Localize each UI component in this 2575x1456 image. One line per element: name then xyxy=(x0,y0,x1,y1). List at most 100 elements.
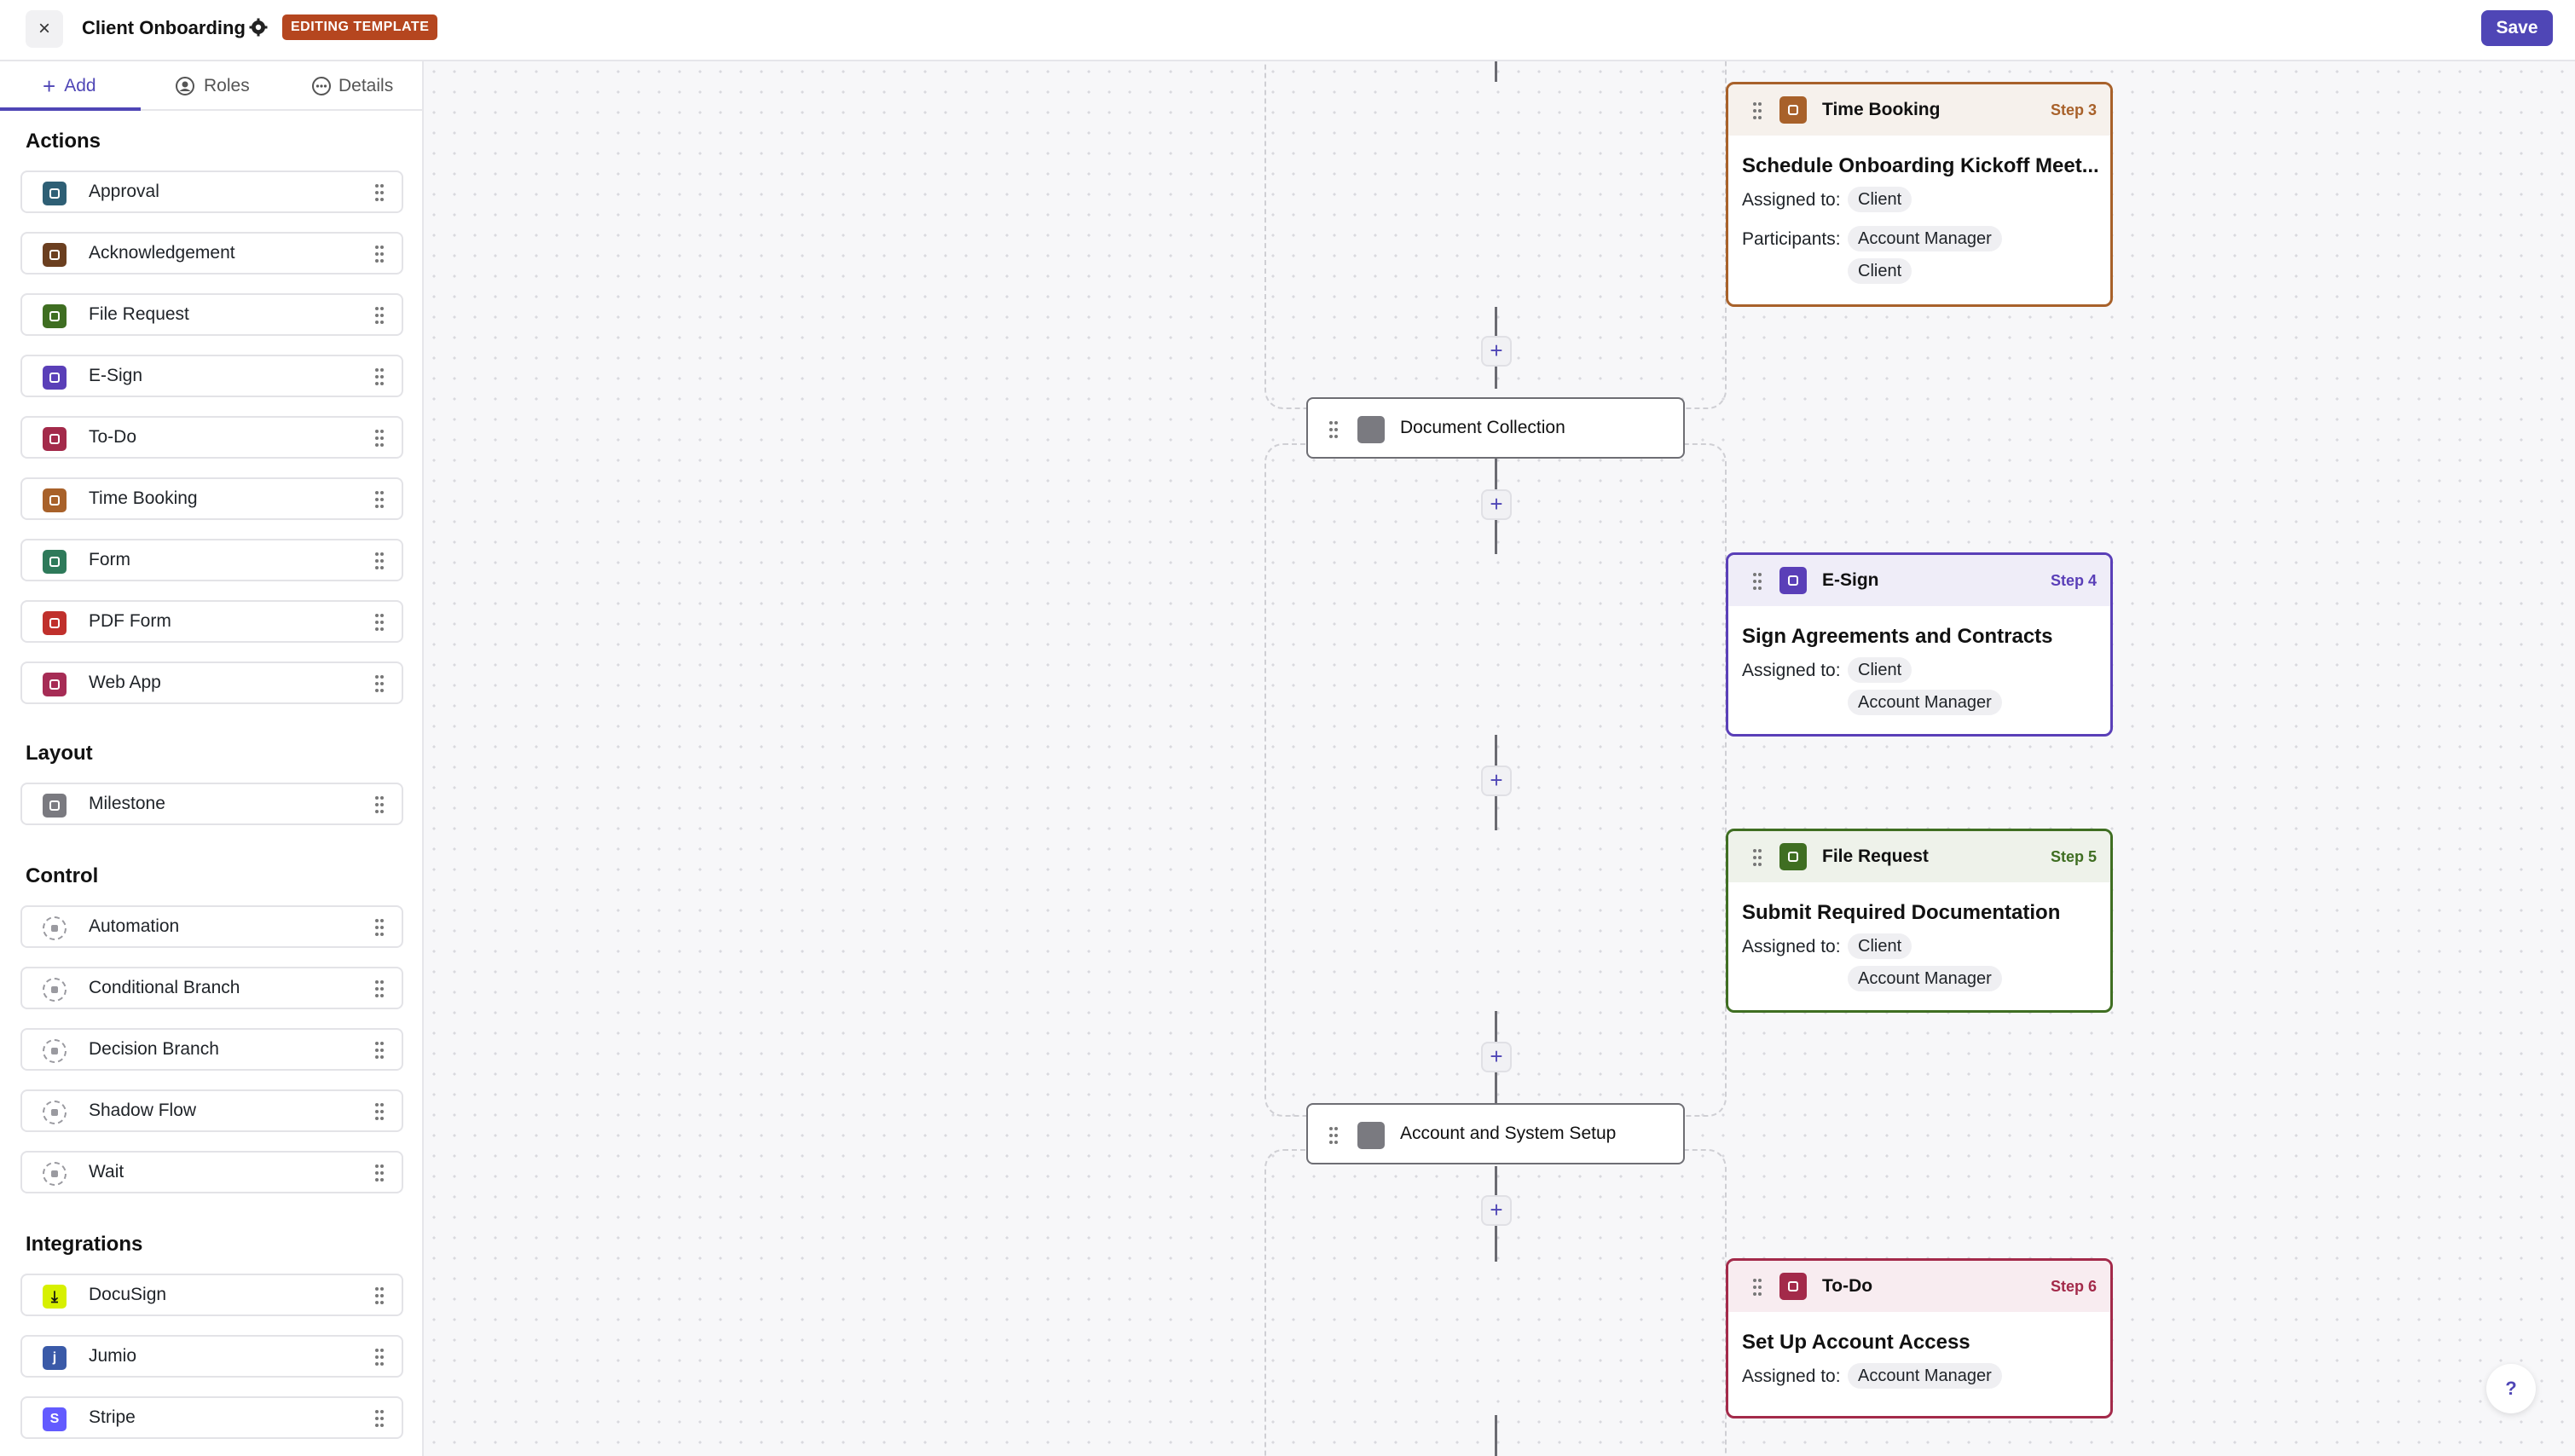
drag-handle-icon[interactable] xyxy=(374,490,385,509)
sidebar-item-label: Form xyxy=(89,550,130,569)
assignee-chip[interactable]: Account Manager xyxy=(1848,966,2002,991)
assignee-chip[interactable]: Client xyxy=(1848,187,1912,212)
drag-handle-icon[interactable] xyxy=(1752,848,1762,867)
add-step-button[interactable]: + xyxy=(1481,489,1512,520)
drag-handle-icon[interactable] xyxy=(374,918,385,937)
step-title: Set Up Account Access xyxy=(1742,1331,1970,1354)
editing-template-badge: EDITING TEMPLATE xyxy=(282,14,438,40)
assignee-chip[interactable]: Client xyxy=(1848,657,1912,683)
sidebar-item-e-sign[interactable]: E-Sign xyxy=(20,355,403,397)
drag-handle-icon[interactable] xyxy=(374,1286,385,1305)
drag-handle-icon[interactable] xyxy=(374,674,385,693)
drag-handle-icon[interactable] xyxy=(374,613,385,632)
step-number: Step 4 xyxy=(2050,572,2097,589)
add-step-button[interactable]: + xyxy=(1481,766,1512,796)
drag-handle-icon[interactable] xyxy=(374,979,385,998)
assignee-chip[interactable]: Client xyxy=(1848,933,1912,959)
add-step-button[interactable]: + xyxy=(1481,1195,1512,1226)
drag-handle-icon[interactable] xyxy=(374,1348,385,1366)
form-icon xyxy=(43,550,67,574)
sidebar-item-web-app[interactable]: Web App xyxy=(20,662,403,704)
participant-chip[interactable]: Client xyxy=(1848,258,1912,284)
step-type: File Request xyxy=(1822,846,1929,866)
section-title-control: Control xyxy=(26,864,99,887)
sidebar-item-form[interactable]: Form xyxy=(20,539,403,581)
save-button[interactable]: Save xyxy=(2481,10,2553,46)
esign-icon xyxy=(1779,567,1807,594)
drag-handle-icon[interactable] xyxy=(1752,101,1762,120)
approval-icon xyxy=(43,182,67,205)
tab-label: Add xyxy=(64,76,96,95)
step-type: Time Booking xyxy=(1822,100,1941,119)
sidebar-item-acknowledgement[interactable]: Acknowledgement xyxy=(20,232,403,274)
drag-handle-icon[interactable] xyxy=(374,1102,385,1121)
tab-roles[interactable]: Roles xyxy=(175,61,250,111)
sidebar-item-label: Web App xyxy=(89,673,161,692)
file-request-icon xyxy=(1779,843,1807,870)
drag-handle-icon[interactable] xyxy=(374,795,385,814)
sidebar-item-time-booking[interactable]: Time Booking xyxy=(20,477,403,520)
sidebar-item-shadow-flow[interactable]: Shadow Flow xyxy=(20,1089,403,1132)
sidebar-item-conditional-branch[interactable]: Conditional Branch xyxy=(20,967,403,1009)
step-title: Submit Required Documentation xyxy=(1742,901,2061,924)
plus-icon: + xyxy=(43,72,56,99)
step-title: Sign Agreements and Contracts xyxy=(1742,625,2053,648)
drag-handle-icon[interactable] xyxy=(374,306,385,325)
sidebar-item-wait[interactable]: Wait xyxy=(20,1151,403,1193)
sidebar-item-automation[interactable]: Automation xyxy=(20,905,403,948)
milestone-document-collection[interactable]: Document Collection xyxy=(1306,397,1685,459)
drag-handle-icon[interactable] xyxy=(374,1164,385,1182)
milestone-icon xyxy=(43,794,67,818)
shadow-flow-icon xyxy=(43,1101,67,1124)
drag-handle-icon[interactable] xyxy=(374,1041,385,1060)
sidebar-item-docusign[interactable]: ⤓DocuSign xyxy=(20,1274,403,1316)
drag-handle-icon[interactable] xyxy=(374,1409,385,1428)
sidebar-item-label: Approval xyxy=(89,182,159,201)
sidebar-item-decision-branch[interactable]: Decision Branch xyxy=(20,1028,403,1071)
drag-handle-icon[interactable] xyxy=(1328,1126,1339,1145)
drag-handle-icon[interactable] xyxy=(1328,420,1339,439)
drag-handle-icon[interactable] xyxy=(1752,1278,1762,1297)
drag-handle-icon[interactable] xyxy=(374,367,385,386)
tab-add[interactable]: + Add xyxy=(43,61,96,111)
file-request-icon xyxy=(43,304,67,328)
milestone-account-and-system-setup[interactable]: Account and System Setup xyxy=(1306,1103,1685,1164)
sidebar-item-approval[interactable]: Approval xyxy=(20,170,403,213)
add-step-button[interactable]: + xyxy=(1481,1042,1512,1072)
tab-details[interactable]: Details xyxy=(311,61,393,111)
tab-label: Details xyxy=(339,76,394,95)
sidebar-item-pdf-form[interactable]: PDF Form xyxy=(20,600,403,643)
close-button[interactable]: × xyxy=(26,10,63,48)
assignee-chip[interactable]: Account Manager xyxy=(1848,1363,2002,1389)
jumio-icon: j xyxy=(43,1346,67,1370)
drag-handle-icon[interactable] xyxy=(1752,572,1762,591)
section-title-actions: Actions xyxy=(26,130,101,153)
gear-icon[interactable] xyxy=(248,17,269,38)
acknowledgement-icon xyxy=(43,243,67,267)
conditional-branch-icon xyxy=(43,978,67,1002)
sidebar-item-file-request[interactable]: File Request xyxy=(20,293,403,336)
sidebar-item-label: PDF Form xyxy=(89,611,171,631)
workflow-canvas[interactable]: + + + + + Document Collection Account an… xyxy=(424,61,2575,1456)
assignee-chip[interactable]: Account Manager xyxy=(1848,690,2002,715)
step-number: Step 6 xyxy=(2050,1278,2097,1295)
participant-chip[interactable]: Account Manager xyxy=(1848,226,2002,251)
drag-handle-icon[interactable] xyxy=(374,245,385,263)
decision-branch-icon xyxy=(43,1039,67,1063)
sidebar-item-to-do[interactable]: To-Do xyxy=(20,416,403,459)
help-button[interactable]: ? xyxy=(2486,1364,2536,1413)
sidebar-item-milestone[interactable]: Milestone xyxy=(20,783,403,825)
drag-handle-icon[interactable] xyxy=(374,183,385,202)
add-step-button[interactable]: + xyxy=(1481,336,1512,367)
assigned-label: Assigned to: xyxy=(1742,937,1841,956)
drag-handle-icon[interactable] xyxy=(374,552,385,570)
milestone-label: Account and System Setup xyxy=(1400,1124,1617,1143)
drag-handle-icon[interactable] xyxy=(374,429,385,448)
tab-label: Roles xyxy=(204,76,250,95)
